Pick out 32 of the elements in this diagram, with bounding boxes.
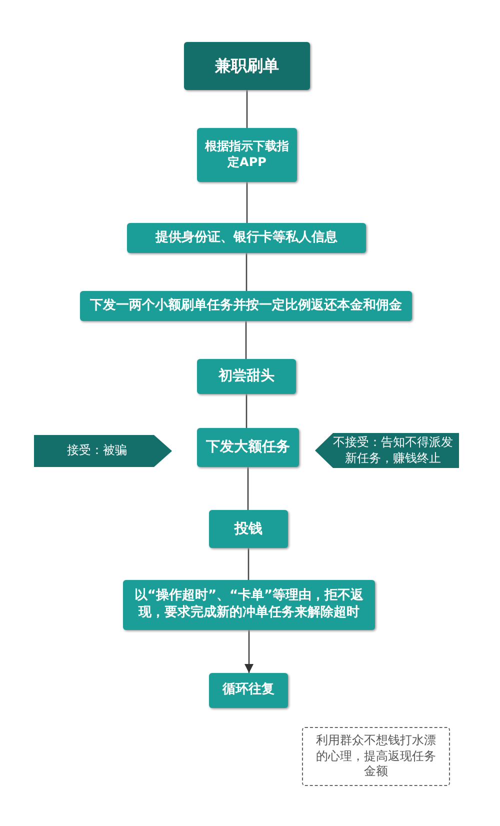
note-box — [302, 727, 450, 786]
connector-line — [247, 467, 249, 510]
node-label: 下发大额任务 — [206, 438, 290, 457]
node-label: 循环往复 — [222, 682, 274, 699]
node-label: 兼职刷单 — [215, 56, 279, 76]
pentagon-arrow-box — [315, 433, 459, 468]
connector-line — [245, 321, 247, 359]
process-box — [127, 223, 366, 253]
node-label: 接受：被骗 — [67, 443, 127, 459]
node-label: 投钱 — [234, 520, 262, 538]
connector-line — [246, 394, 248, 428]
connector-line — [246, 182, 248, 223]
connector-line — [248, 548, 250, 580]
connector-line — [246, 253, 248, 291]
node-label: 利用群众不想钱打水漂的心理，提高返现任务金额 — [315, 733, 437, 780]
process-box — [197, 428, 299, 467]
process-box — [197, 128, 297, 182]
node-label: 不接受：告知不得派发新任务，赚钱终止 — [332, 434, 454, 466]
connector-line — [246, 90, 248, 128]
node-label: 以“操作超时”、“卡单”等理由，拒不返现，要求完成新的冲单任务来解除超时 — [133, 588, 365, 622]
process-box — [184, 42, 310, 90]
process-box — [197, 359, 296, 394]
process-box — [209, 673, 288, 708]
process-box — [80, 291, 412, 321]
node-label: 初尝甜头 — [218, 367, 274, 386]
pentagon-arrow-box — [34, 435, 172, 467]
node-label: 根据指示下载指定APP — [205, 139, 289, 171]
process-box — [123, 580, 375, 630]
node-label: 提供身份证、银行卡等私人信息 — [156, 230, 338, 246]
process-box — [209, 510, 288, 548]
node-label: 下发一两个小额刷单任务并按一定比例返还本金和佣金 — [90, 298, 402, 314]
arrow — [244, 630, 254, 673]
